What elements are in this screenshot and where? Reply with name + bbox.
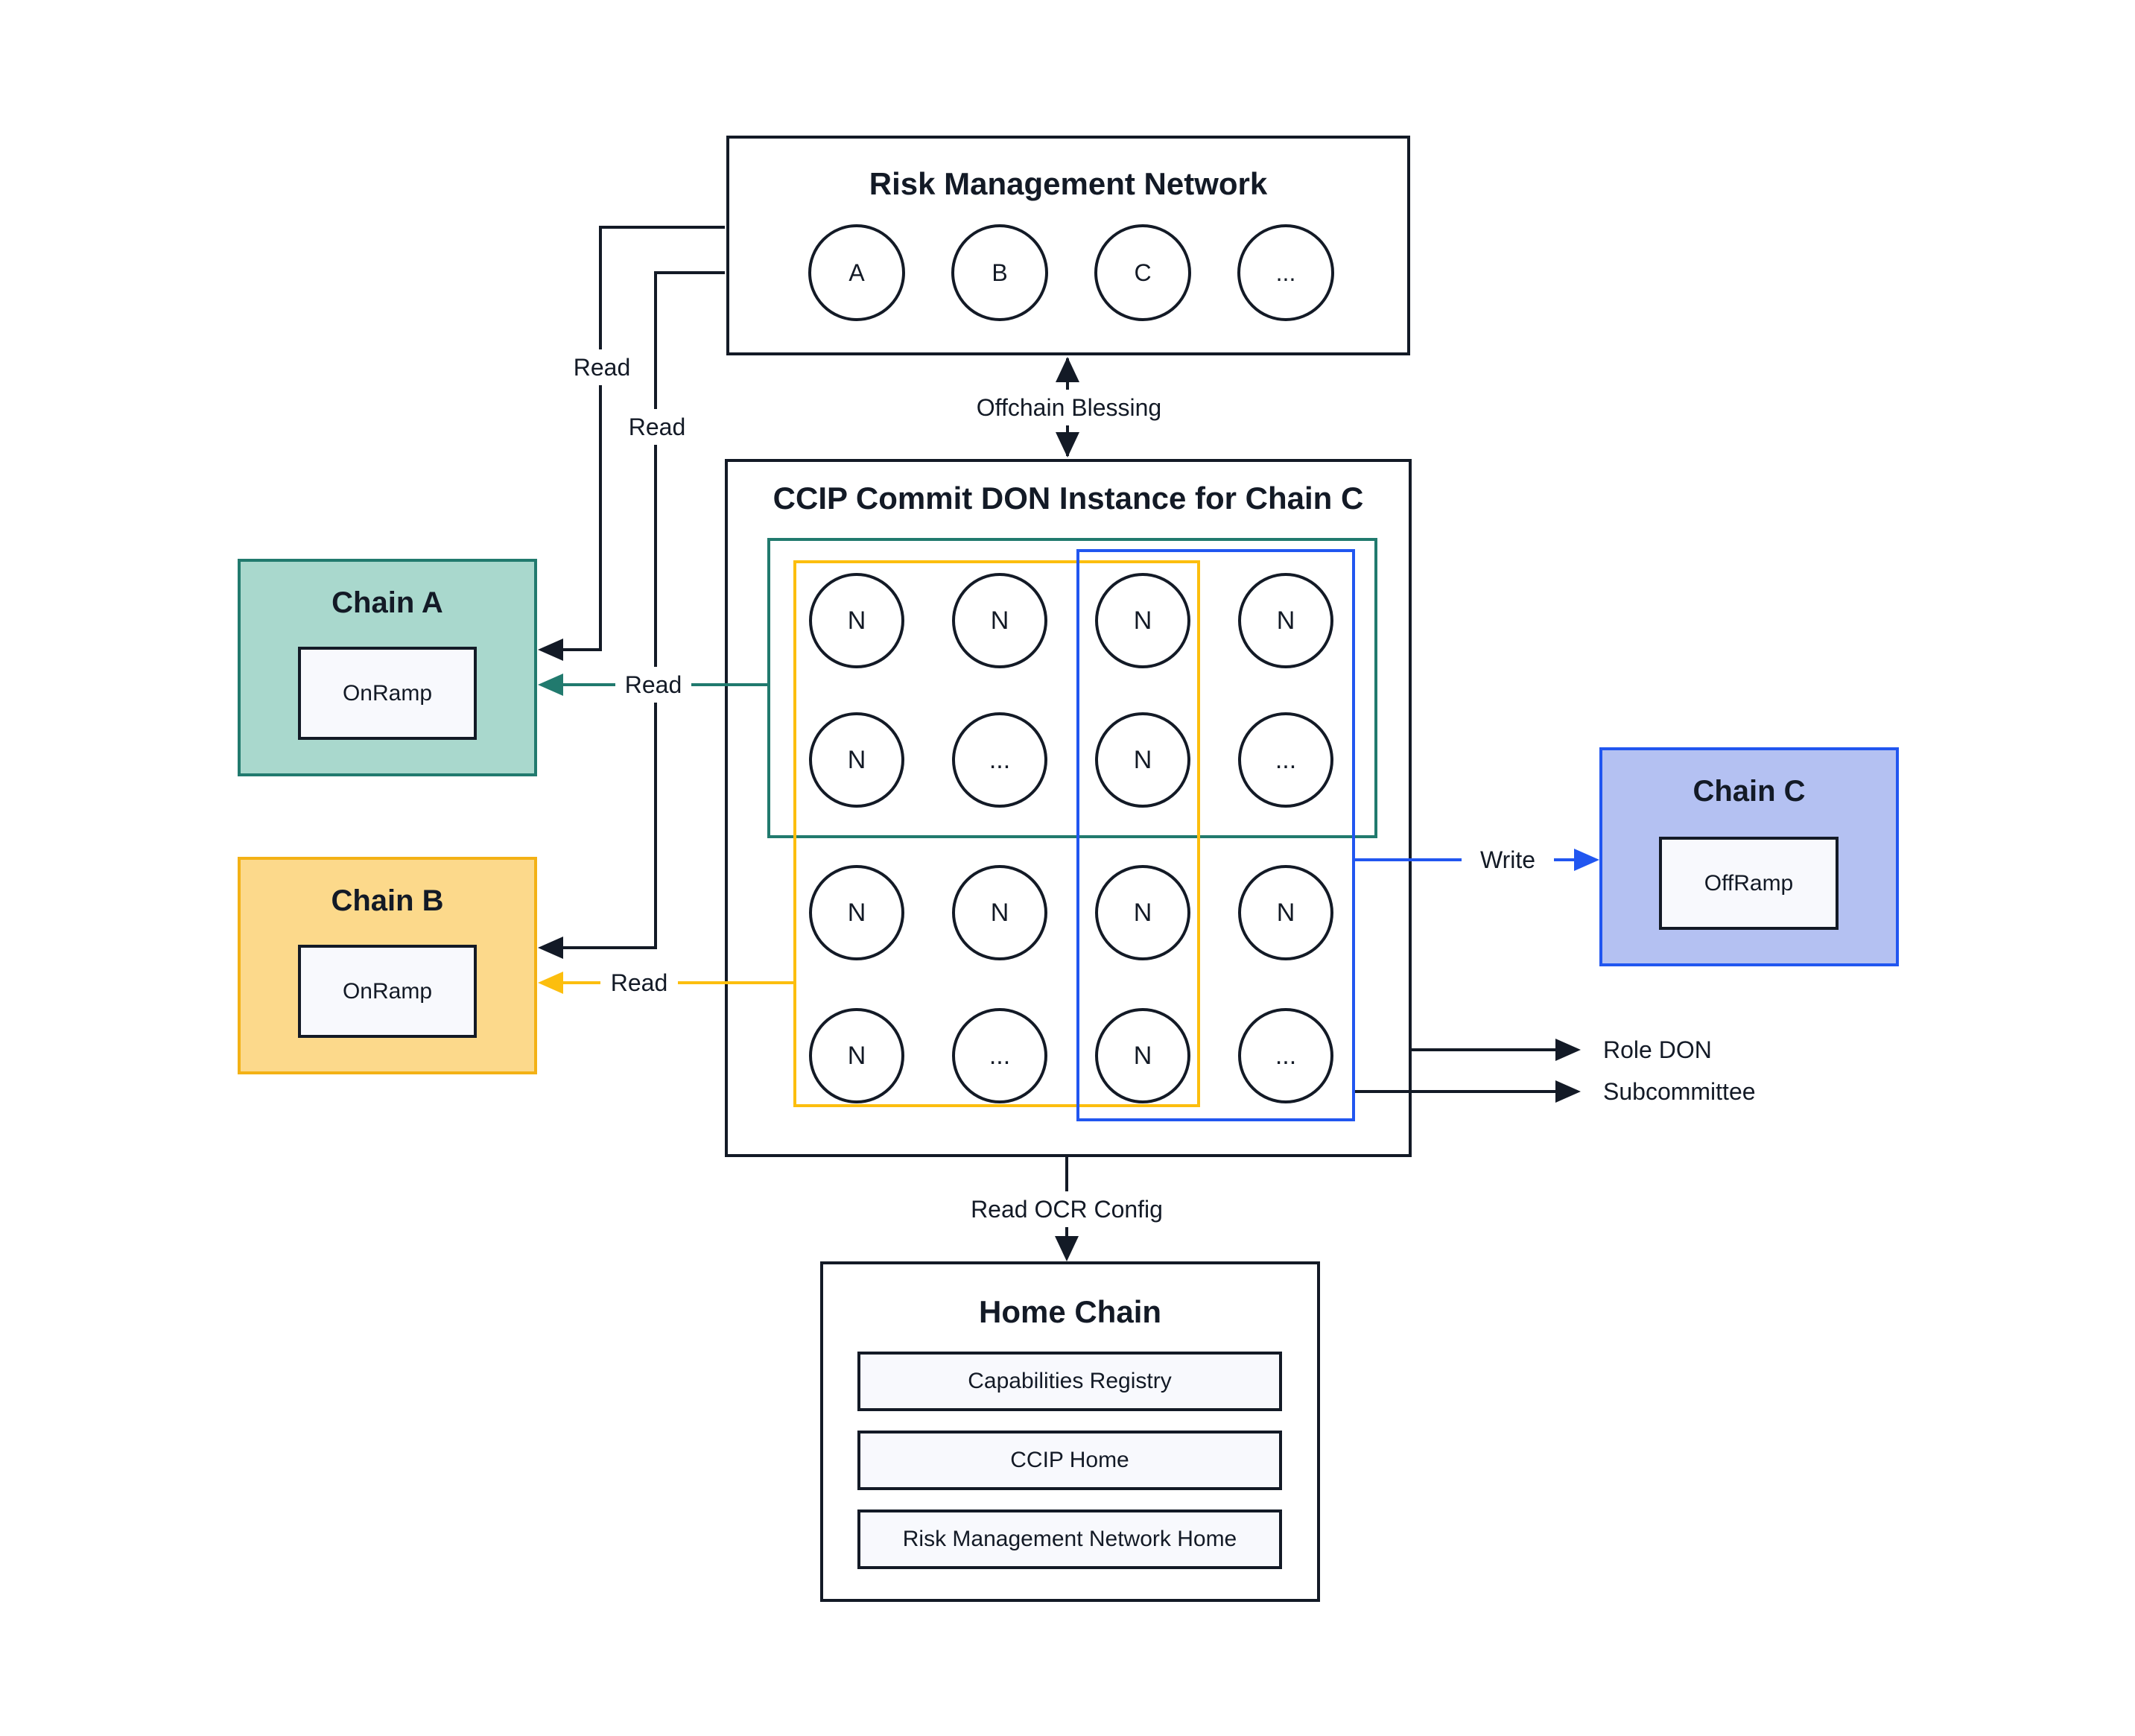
don-node-circle: N bbox=[1095, 712, 1190, 808]
chain-a-onramp-box: OnRamp bbox=[298, 647, 477, 740]
rmn-node-circle: A bbox=[808, 224, 905, 321]
don-node-circle: N bbox=[809, 712, 904, 808]
don-node-circle: N bbox=[1238, 865, 1333, 960]
rmn-home-box: Risk Management Network Home bbox=[857, 1510, 1282, 1569]
don-node-circle: ... bbox=[952, 712, 1047, 808]
arrow-up-icon bbox=[1056, 357, 1079, 382]
chain-b-onramp-box: OnRamp bbox=[298, 945, 477, 1038]
chain-c-offramp-box: OffRamp bbox=[1659, 837, 1839, 930]
chain-b-title: Chain B bbox=[331, 884, 444, 917]
rmn-node-label: A bbox=[848, 259, 865, 286]
don-node-circle: N bbox=[809, 573, 904, 668]
home-chain-title: Home Chain bbox=[978, 1294, 1162, 1329]
don-node-circle: N bbox=[1095, 573, 1190, 668]
don-node-label: N bbox=[990, 606, 1009, 635]
rmn-node-label: C bbox=[1134, 259, 1152, 286]
ccip-home-label: CCIP Home bbox=[1010, 1448, 1129, 1472]
arrow-right-icon bbox=[1555, 1039, 1581, 1061]
rmn-node-label: ... bbox=[1275, 259, 1296, 286]
arrow-left-icon bbox=[538, 674, 563, 696]
role-don-label: Role DON bbox=[1603, 1036, 1712, 1063]
arrow-left-icon bbox=[538, 639, 563, 661]
capabilities-registry-label: Capabilities Registry bbox=[968, 1369, 1172, 1393]
don-node-circle: ... bbox=[1238, 712, 1333, 808]
ccip-home-box: CCIP Home bbox=[857, 1431, 1282, 1490]
read-label: Read bbox=[600, 965, 678, 1001]
don-node-label: N bbox=[847, 1041, 866, 1070]
chain-c-offramp-label: OffRamp bbox=[1704, 870, 1794, 896]
don-node-circle: ... bbox=[1238, 1008, 1333, 1103]
don-node-label: N bbox=[1276, 898, 1295, 927]
don-node-label: ... bbox=[989, 1041, 1011, 1070]
rmn-home-label: Risk Management Network Home bbox=[902, 1527, 1237, 1551]
read-rmn-chain-b-line bbox=[654, 271, 657, 949]
subcommittee-line bbox=[1355, 1090, 1557, 1093]
chain-c-title: Chain C bbox=[1693, 775, 1806, 808]
don-node-label: N bbox=[1276, 606, 1295, 635]
don-node-label: ... bbox=[1275, 1041, 1297, 1070]
rmn-node-circle: ... bbox=[1237, 224, 1334, 321]
rmn-node-circle: C bbox=[1094, 224, 1191, 321]
arrow-down-icon bbox=[1056, 432, 1079, 457]
risk-management-network-title: Risk Management Network bbox=[869, 166, 1268, 201]
rmn-node-label: B bbox=[992, 259, 1008, 286]
chain-a-title: Chain A bbox=[331, 586, 443, 619]
role-don-line bbox=[1412, 1048, 1557, 1051]
don-node-label: N bbox=[1133, 1041, 1152, 1070]
read-ocr-config-label: Read OCR Config bbox=[971, 1191, 1163, 1227]
don-node-circle: N bbox=[1095, 1008, 1190, 1103]
don-node-label: ... bbox=[1275, 745, 1297, 774]
don-node-label: N bbox=[1133, 898, 1152, 927]
don-node-circle: ... bbox=[952, 1008, 1047, 1103]
read-label: Read bbox=[620, 409, 694, 445]
don-node-label: N bbox=[847, 745, 866, 774]
read-rmn-chain-a-line bbox=[559, 648, 602, 651]
subcommittee-label: Subcommittee bbox=[1603, 1077, 1756, 1105]
chain-b-onramp-label: OnRamp bbox=[342, 978, 433, 1004]
arrow-right-icon bbox=[1555, 1080, 1581, 1103]
ccip-commit-don-title: CCIP Commit DON Instance for Chain C bbox=[773, 481, 1364, 516]
offchain-blessing-label: Offchain Blessing bbox=[973, 390, 1165, 425]
don-node-label: N bbox=[1133, 745, 1152, 774]
write-label: Write bbox=[1462, 842, 1554, 878]
don-node-circle: N bbox=[952, 865, 1047, 960]
don-node-circle: N bbox=[952, 573, 1047, 668]
chain-b-subcommittee-overlay bbox=[793, 560, 1200, 1107]
don-node-circle: N bbox=[809, 1008, 904, 1103]
read-rmn-chain-a-line bbox=[599, 226, 725, 229]
don-node-circle: N bbox=[809, 865, 904, 960]
arrow-left-icon bbox=[538, 937, 563, 959]
capabilities-registry-box: Capabilities Registry bbox=[857, 1352, 1282, 1411]
chain-a-subcommittee-overlay bbox=[767, 538, 1377, 838]
don-node-label: N bbox=[990, 898, 1009, 927]
rmn-node-circle: B bbox=[951, 224, 1048, 321]
read-rmn-chain-b-line bbox=[559, 946, 656, 949]
read-label: Read bbox=[565, 349, 639, 385]
chain-a-onramp-label: OnRamp bbox=[342, 680, 433, 706]
don-node-circle: N bbox=[1238, 573, 1333, 668]
chain-c-subcommittee-overlay bbox=[1076, 549, 1355, 1121]
don-node-circle: N bbox=[1095, 865, 1190, 960]
arrow-down-icon bbox=[1055, 1236, 1079, 1261]
read-rmn-chain-b-line bbox=[654, 271, 725, 274]
read-rmn-chain-a-line bbox=[599, 226, 602, 651]
read-label: Read bbox=[615, 667, 691, 703]
arrow-left-icon bbox=[538, 972, 563, 994]
don-node-label: ... bbox=[989, 745, 1011, 774]
arrow-right-icon bbox=[1574, 849, 1599, 871]
don-node-label: N bbox=[1133, 606, 1152, 635]
don-node-label: N bbox=[847, 898, 866, 927]
don-node-label: N bbox=[847, 606, 866, 635]
